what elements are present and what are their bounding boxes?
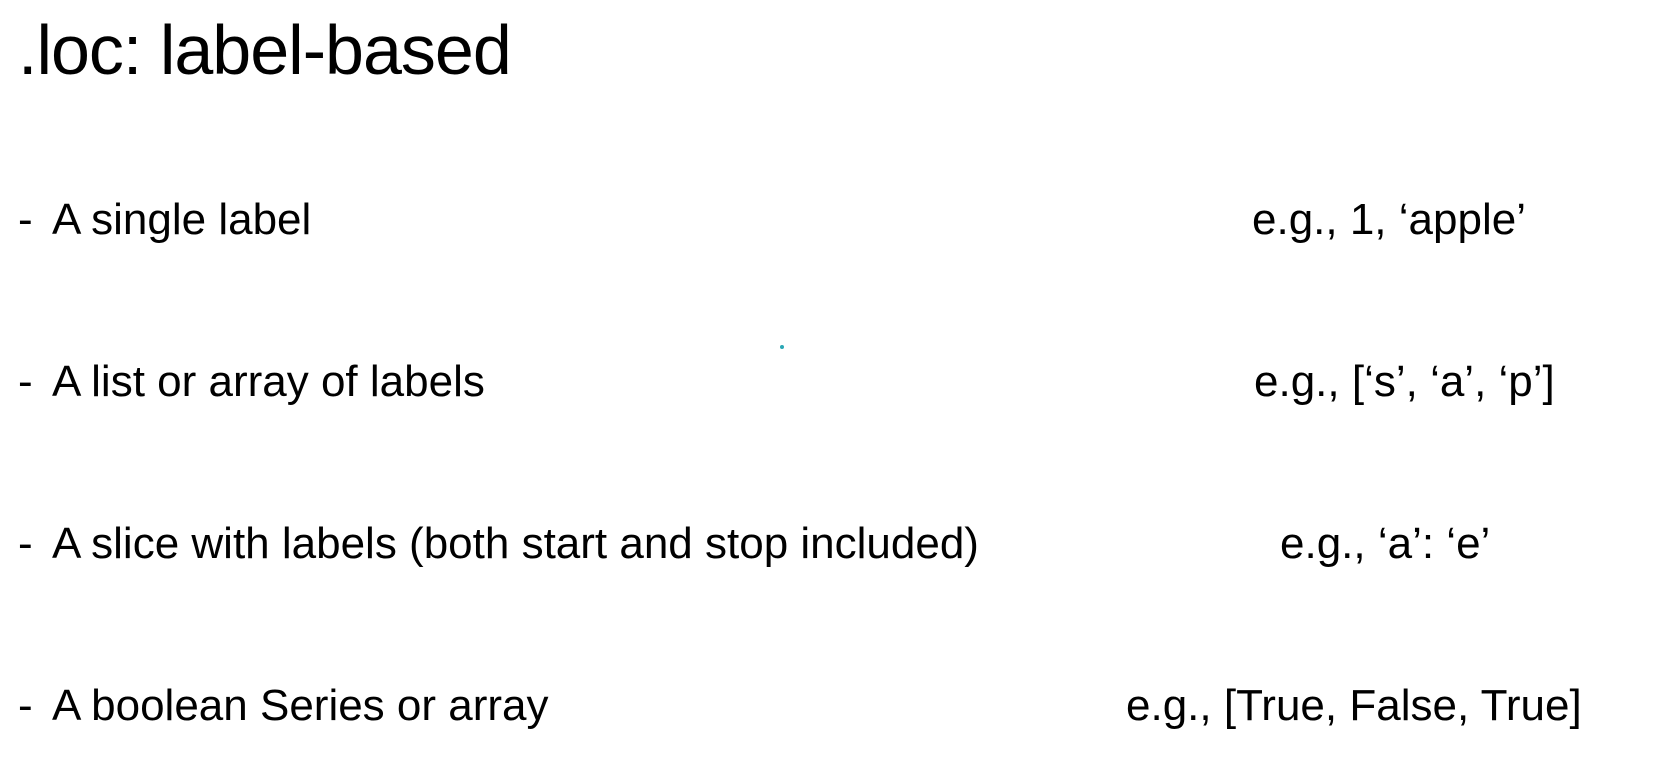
bullet-example: e.g., 1, ‘apple’ [1252, 195, 1526, 244]
bullet-text: A slice with labels (both start and stop… [52, 519, 979, 568]
bullet-marker: - [18, 357, 33, 406]
slide-title: .loc: label-based [18, 11, 512, 89]
bullet-example: e.g., [True, False, True] [1126, 681, 1582, 730]
bullet-item: - A list or array of labels e.g., [‘s’, … [0, 352, 1658, 412]
bullet-text: A boolean Series or array [52, 681, 549, 730]
bullet-text: A list or array of labels [52, 357, 485, 406]
bullet-item: - A boolean Series or array e.g., [True,… [0, 676, 1658, 736]
bullet-marker: - [18, 681, 33, 730]
bullet-example: e.g., ‘a’: ‘e’ [1280, 519, 1491, 568]
bullet-marker: - [18, 195, 33, 244]
bullet-example: e.g., [‘s’, ‘a’, ‘p’] [1254, 357, 1555, 406]
stray-dot [780, 345, 784, 349]
bullet-text: A single label [52, 195, 312, 244]
bullet-item: - A single label e.g., 1, ‘apple’ [0, 190, 1658, 250]
bullet-marker: - [18, 519, 33, 568]
bullet-item: - A slice with labels (both start and st… [0, 514, 1658, 574]
